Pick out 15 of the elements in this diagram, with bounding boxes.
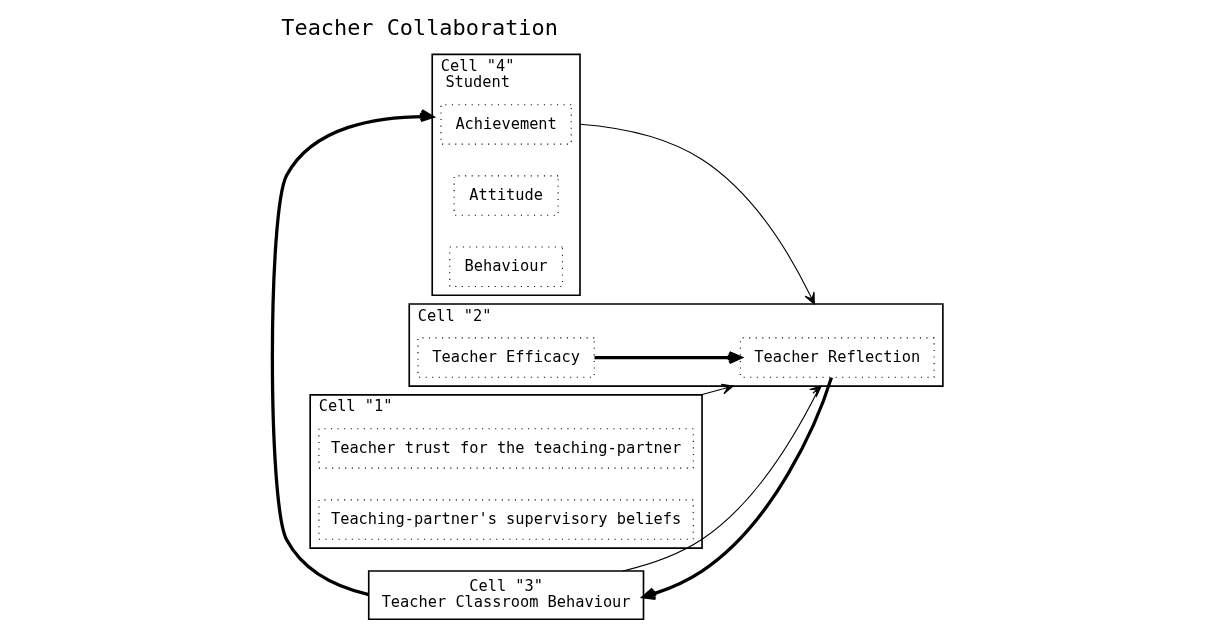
arrow	[622, 385, 822, 572]
arrow	[594, 351, 742, 365]
node-box: Teacher Efficacy	[417, 337, 595, 378]
node-box: Teaching-partner's supervisory beliefs	[318, 499, 694, 540]
node-box: Cell "3" Teacher Classroom Behaviour	[367, 570, 645, 621]
arrow	[270, 109, 434, 597]
diagram-title: Teacher Collaboration	[281, 14, 558, 40]
node-box: Teacher Reflection	[739, 337, 935, 378]
node-box: Teacher trust for the teaching-partner	[318, 428, 694, 469]
node-box: Achievement	[440, 104, 572, 145]
node-box: Attitude	[453, 175, 559, 216]
arrow	[700, 383, 734, 396]
node-box: Behaviour	[449, 246, 564, 287]
arrow	[579, 123, 815, 305]
arrow	[642, 377, 833, 600]
